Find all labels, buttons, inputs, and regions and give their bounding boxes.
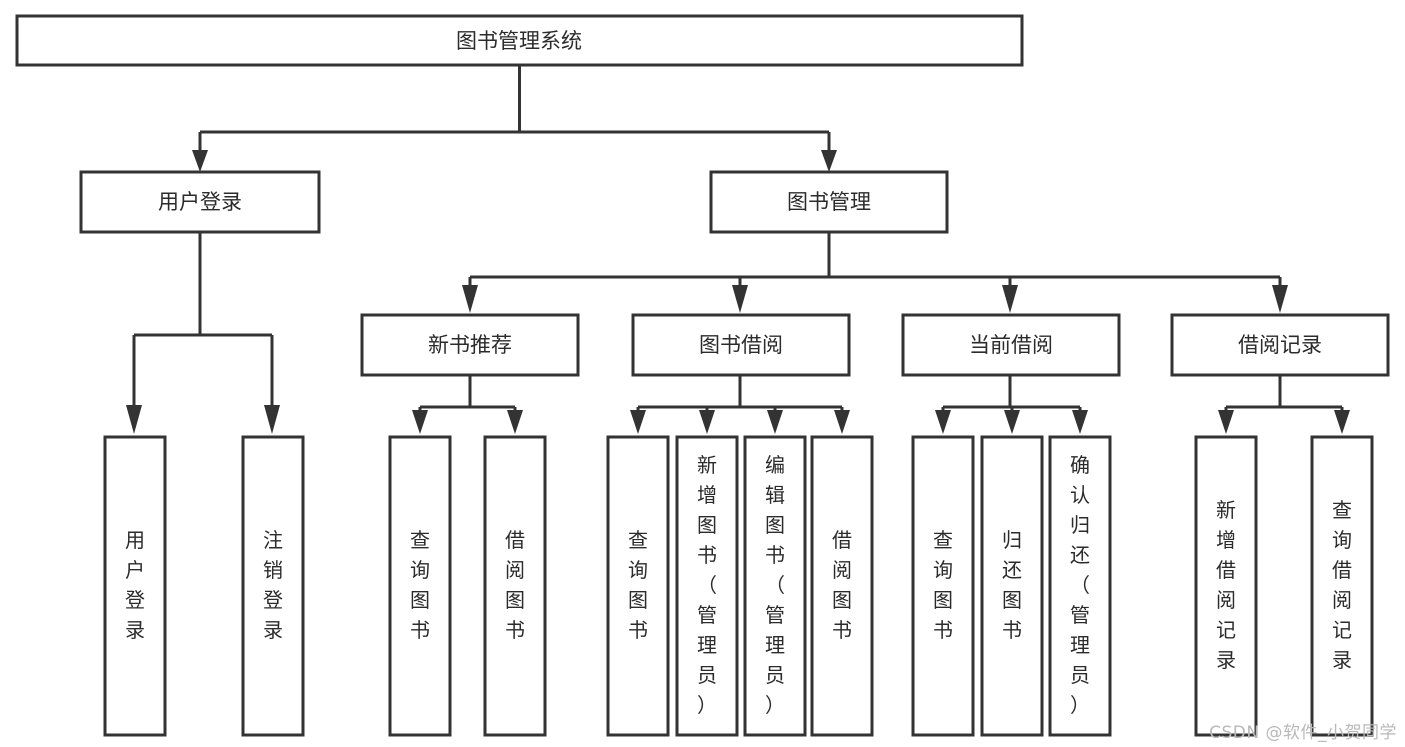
node-user-login-label: 用户登录 bbox=[158, 190, 242, 214]
leaf-query-book-b-box[interactable] bbox=[606, 435, 670, 737]
arrow-user-login-to-leaf2 bbox=[264, 405, 280, 434]
node-borrow-record-box[interactable] bbox=[1170, 313, 1390, 377]
arrow-book-borrow-to-leaf4 bbox=[834, 410, 850, 434]
node-new-book-rec[interactable]: 新书推荐 bbox=[360, 313, 580, 377]
leaf-logout[interactable]: 注销登录 bbox=[241, 435, 305, 737]
node-new-book-rec-label: 新书推荐 bbox=[428, 333, 512, 357]
node-borrow-record[interactable]: 借阅记录 bbox=[1170, 313, 1390, 377]
leaf-query-book-c[interactable]: 查询图书 bbox=[911, 435, 975, 737]
node-book-borrow[interactable]: 图书借阅 bbox=[631, 313, 851, 377]
leaf-confirm-return-label: 确认归还（管理员） bbox=[1070, 453, 1090, 717]
arrow-book-borrow-to-leaf1 bbox=[630, 410, 646, 434]
leaf-user-login-box[interactable] bbox=[103, 435, 167, 737]
leaf-return-book-box[interactable] bbox=[980, 435, 1044, 737]
arrow-current-borrow-to-leaf1 bbox=[935, 410, 951, 434]
leaf-add-record[interactable]: 新增借阅记录 bbox=[1194, 435, 1258, 737]
leaf-query-book-c-box[interactable] bbox=[911, 435, 975, 737]
arrow-book-manage-to-current-borrow bbox=[1002, 285, 1018, 313]
leaf-edit-book-label: 编辑图书（管理员） bbox=[765, 453, 785, 717]
leaf-add-book[interactable]: 新增图书（管理员） bbox=[675, 435, 739, 737]
arrow-new-book-to-leaf1 bbox=[412, 410, 428, 434]
connector-borrow-record-trunk bbox=[1224, 375, 1344, 420]
arrow-book-manage-to-borrow-record bbox=[1272, 285, 1288, 313]
connector-root-trunk bbox=[198, 65, 831, 158]
arrow-user-login-to-leaf1 bbox=[126, 405, 142, 434]
arrow-new-book-to-leaf2 bbox=[507, 410, 523, 434]
leaf-user-login-label: 用户登录 bbox=[125, 528, 145, 642]
node-book-borrow-box[interactable] bbox=[631, 313, 851, 377]
leaf-logout-label: 注销登录 bbox=[263, 528, 283, 642]
leaf-add-book-box[interactable] bbox=[675, 435, 739, 737]
leaf-query-record-box[interactable] bbox=[1310, 435, 1374, 737]
leaf-query-book-a-box[interactable] bbox=[388, 435, 452, 737]
leaf-query-book-c-label: 查询图书 bbox=[933, 528, 953, 642]
leaf-user-login[interactable]: 用户登录 bbox=[103, 435, 167, 737]
leaf-query-record-label: 查询借阅记录 bbox=[1332, 498, 1352, 672]
node-new-book-rec-box[interactable] bbox=[360, 313, 580, 377]
arrow-book-manage-to-new-book bbox=[462, 285, 478, 313]
node-book-manage[interactable]: 图书管理 bbox=[709, 170, 949, 234]
leaf-add-book-label: 新增图书（管理员） bbox=[697, 453, 717, 717]
node-root-box[interactable] bbox=[15, 14, 1024, 67]
leaf-confirm-return[interactable]: 确认归还（管理员） bbox=[1048, 435, 1112, 737]
leaf-return-book[interactable]: 归还图书 bbox=[980, 435, 1044, 737]
leaf-borrow-book-b[interactable]: 借阅图书 bbox=[810, 435, 874, 737]
node-current-borrow-box[interactable] bbox=[901, 313, 1121, 377]
leaf-confirm-return-box[interactable] bbox=[1048, 435, 1112, 737]
leaf-query-book-a[interactable]: 查询图书 bbox=[388, 435, 452, 737]
arrow-borrow-record-to-leaf2 bbox=[1334, 410, 1350, 434]
node-book-manage-label: 图书管理 bbox=[787, 190, 871, 214]
leaf-logout-box[interactable] bbox=[241, 435, 305, 737]
connector-new-book-trunk bbox=[418, 375, 517, 420]
arrow-current-borrow-to-leaf3 bbox=[1072, 410, 1088, 434]
arrow-book-borrow-to-leaf2 bbox=[699, 410, 715, 434]
node-user-login-box[interactable] bbox=[79, 170, 321, 234]
arrow-borrow-record-to-leaf1 bbox=[1218, 410, 1234, 434]
arrow-current-borrow-to-leaf2 bbox=[1004, 410, 1020, 434]
node-book-borrow-label: 图书借阅 bbox=[699, 333, 783, 357]
node-root[interactable]: 图书管理系统 bbox=[15, 14, 1024, 67]
leaf-query-record[interactable]: 查询借阅记录 bbox=[1310, 435, 1374, 737]
leaf-add-record-label: 新增借阅记录 bbox=[1216, 498, 1236, 672]
leaf-borrow-book-a-box[interactable] bbox=[483, 435, 547, 737]
arrow-root-to-user-login bbox=[192, 150, 208, 172]
leaf-query-book-a-label: 查询图书 bbox=[410, 528, 430, 642]
connector-book-manage-trunk bbox=[468, 232, 1282, 292]
leaf-query-book-b-label: 查询图书 bbox=[628, 528, 648, 642]
arrow-book-manage-to-book-borrow bbox=[732, 285, 748, 313]
leaf-edit-book[interactable]: 编辑图书（管理员） bbox=[743, 435, 807, 737]
connector-user-login-trunk bbox=[132, 232, 274, 408]
leaf-edit-book-box[interactable] bbox=[743, 435, 807, 737]
leaf-return-book-label: 归还图书 bbox=[1002, 528, 1022, 642]
leaf-query-book-b[interactable]: 查询图书 bbox=[606, 435, 670, 737]
node-current-borrow[interactable]: 当前借阅 bbox=[901, 313, 1121, 377]
node-borrow-record-label: 借阅记录 bbox=[1238, 333, 1322, 357]
node-current-borrow-label: 当前借阅 bbox=[969, 333, 1053, 357]
leaf-add-record-box[interactable] bbox=[1194, 435, 1258, 737]
leaf-borrow-book-b-label: 借阅图书 bbox=[832, 528, 852, 642]
arrow-book-borrow-to-leaf3 bbox=[767, 410, 783, 434]
leaf-borrow-book-a-label: 借阅图书 bbox=[505, 528, 525, 642]
leaf-borrow-book-a[interactable]: 借阅图书 bbox=[483, 435, 547, 737]
node-book-manage-box[interactable] bbox=[709, 170, 949, 234]
arrow-root-to-book-manage bbox=[821, 150, 837, 172]
leaf-borrow-book-b-box[interactable] bbox=[810, 435, 874, 737]
node-user-login[interactable]: 用户登录 bbox=[79, 170, 321, 234]
connector-book-borrow-trunk bbox=[636, 375, 844, 420]
node-root-label: 图书管理系统 bbox=[456, 29, 582, 53]
connector-layer bbox=[126, 65, 1350, 434]
